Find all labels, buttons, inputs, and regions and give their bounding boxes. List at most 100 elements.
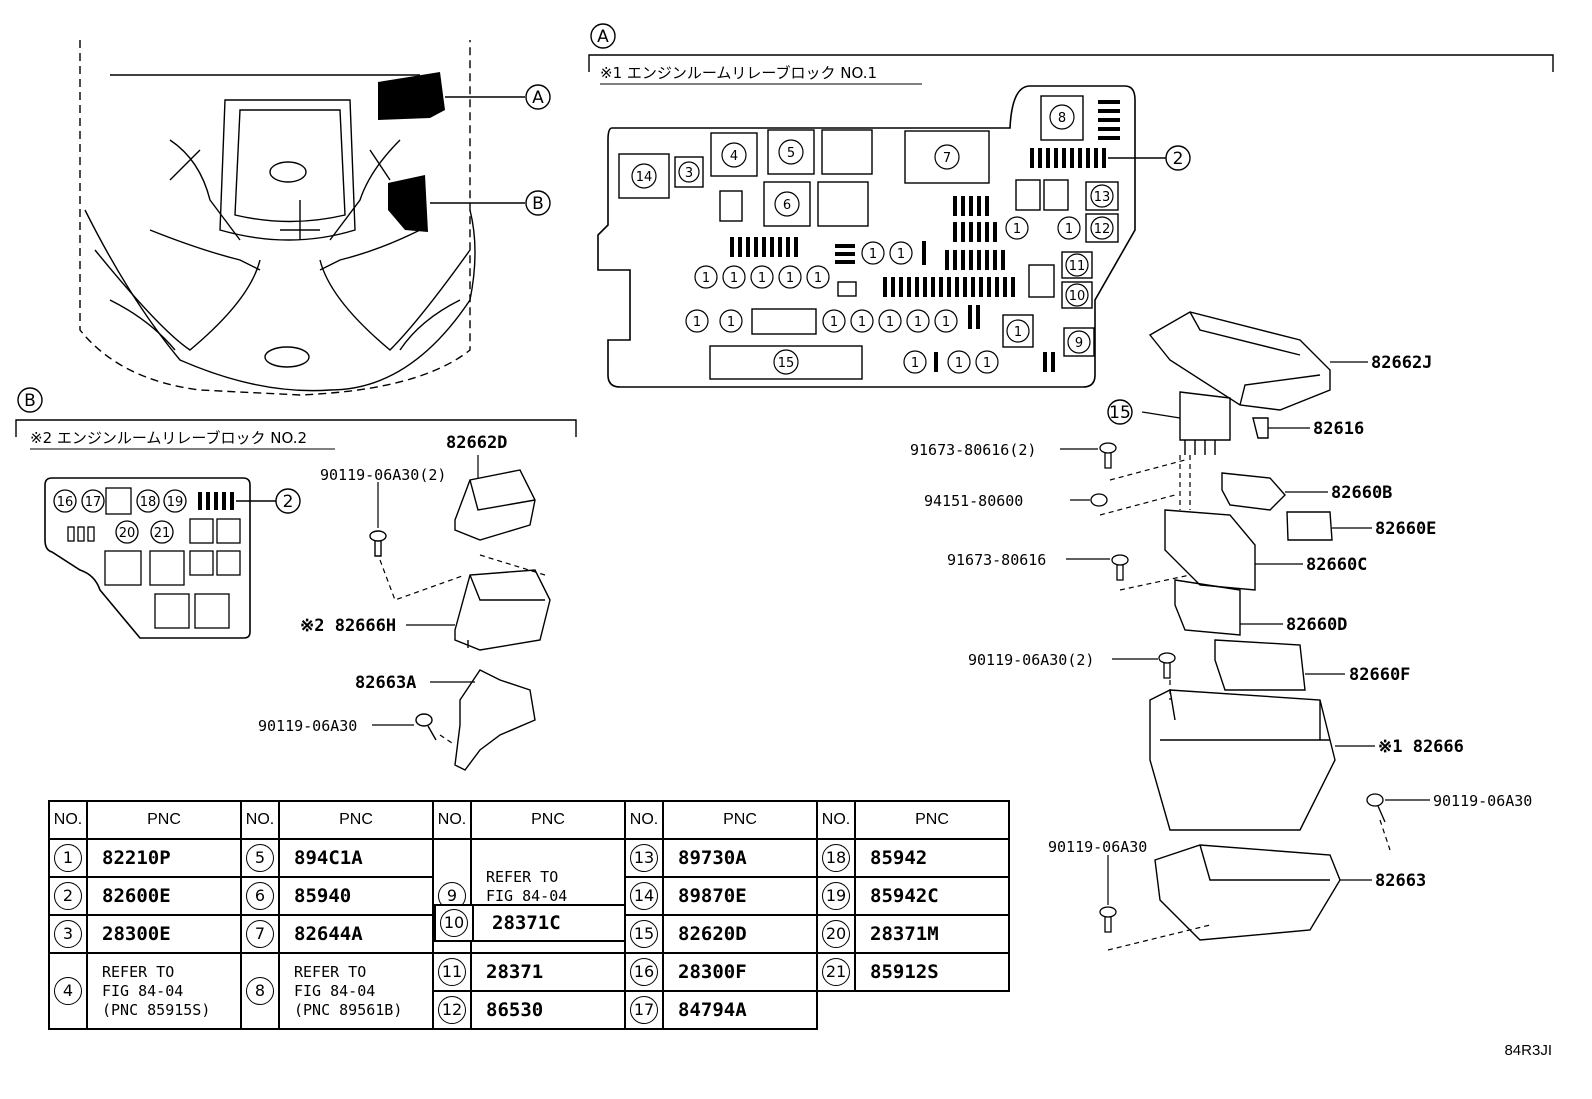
- relay-block-b-outline: [44, 477, 251, 639]
- pnc-value: 84794A: [662, 990, 818, 1030]
- pnc-value: 85912S: [854, 952, 1010, 992]
- block-a-title: ※1 エンジンルームリレーブロック NO.1: [600, 64, 877, 82]
- col-header-no: NO.: [240, 800, 280, 840]
- item-number: 13: [630, 844, 658, 872]
- svg-text:13: 13: [1094, 190, 1111, 205]
- svg-text:82662D: 82662D: [446, 433, 507, 453]
- svg-text:1: 1: [830, 315, 838, 330]
- section-b-marker: [17, 387, 43, 413]
- col-header-no: NO.: [48, 800, 88, 840]
- table-row: 1 82210P 5 894C1A 9 REFER TO FIG 84-04 (…: [48, 838, 1010, 954]
- svg-text:4: 4: [730, 149, 738, 164]
- section-a-marker: [590, 23, 616, 49]
- svg-text:1: 1: [858, 315, 866, 330]
- svg-text:9: 9: [1075, 336, 1083, 351]
- block-a-number-labels: 14 3 4 5 6 7 8 13 12 11 10 9 15: [636, 111, 1111, 371]
- section-a-marker-label: A: [597, 27, 609, 47]
- block-b-number-labels: 16 17 18 19 20 21: [57, 495, 184, 541]
- figure-code: 84R3JI: [1504, 1042, 1552, 1059]
- svg-text:3: 3: [685, 166, 693, 181]
- svg-text:※1 82666: ※1 82666: [1378, 737, 1464, 757]
- svg-text:82660E: 82660E: [1375, 519, 1436, 539]
- pnc-value: 82600E: [86, 876, 242, 916]
- item-number: 21: [822, 958, 850, 986]
- pnc-value: 894C1A: [278, 838, 434, 878]
- block-a-part-labels: 82662J 82616 91673-80616(2) 94151-80600 …: [910, 353, 1532, 891]
- item-number: 6: [246, 882, 274, 910]
- pnc-value: 28371M: [854, 914, 1010, 954]
- pnc-value: 85940: [278, 876, 434, 916]
- relay-block-a-location: [378, 72, 445, 120]
- svg-text:1: 1: [693, 315, 701, 330]
- item-number: 1: [54, 844, 82, 872]
- svg-text:18: 18: [140, 495, 157, 510]
- svg-text:82663A: 82663A: [355, 673, 416, 693]
- item-number: 17: [630, 996, 658, 1024]
- svg-text:1: 1: [727, 315, 735, 330]
- col-header-pnc: PNC: [854, 800, 1010, 840]
- table-row: 2 82600E 6 85940 14 89870E 19 85942C: [48, 876, 1010, 916]
- pnc-value: 86530: [470, 990, 626, 1030]
- item-number: 7: [246, 920, 274, 948]
- svg-text:17: 17: [85, 495, 102, 510]
- svg-text:94151-80600: 94151-80600: [924, 492, 1023, 510]
- table-row: 4 REFER TO FIG 84-04 (PNC 85915S) 8 REFE…: [48, 952, 1010, 1030]
- block-a-item-2: 2: [1173, 149, 1184, 169]
- callout-b-label: B: [532, 194, 544, 214]
- svg-text:82660C: 82660C: [1306, 555, 1367, 575]
- svg-text:1: 1: [955, 356, 963, 371]
- svg-text:11: 11: [1069, 259, 1086, 274]
- item-number: 20: [822, 920, 850, 948]
- block-a-leaders: [1060, 361, 1430, 905]
- svg-text:1: 1: [897, 247, 905, 262]
- col-header-pnc: PNC: [86, 800, 242, 840]
- pnc-value: 89730A: [662, 838, 818, 878]
- pnc-value: 28371C: [472, 906, 561, 940]
- item-number: 19: [822, 882, 850, 910]
- svg-text:1: 1: [814, 271, 822, 286]
- block-b-mini-fuses: [198, 492, 234, 510]
- svg-text:1: 1: [983, 356, 991, 371]
- relay-block-b-location: [388, 175, 428, 232]
- item-number: 11: [438, 958, 466, 986]
- block-b-part-labels: 82662D 90119-06A30(2) ※2 82666H 82663A 9…: [258, 433, 507, 735]
- svg-text:1: 1: [702, 271, 710, 286]
- callout-a-circle: [525, 84, 551, 110]
- block-a-bolts: [1090, 442, 1386, 933]
- svg-text:1: 1: [730, 271, 738, 286]
- pnc-reference: REFER TO FIG 84-04 (PNC 85915S): [102, 962, 211, 1019]
- block-a-numbers: [631, 104, 1114, 375]
- item-number: 15: [630, 920, 658, 948]
- item-number: 8: [246, 977, 274, 1005]
- svg-text:1: 1: [1013, 222, 1021, 237]
- pnc-reference: REFER TO FIG 84-04 (PNC 89561B): [294, 962, 403, 1019]
- svg-text:90119-06A30: 90119-06A30: [258, 717, 357, 735]
- svg-text:20: 20: [119, 526, 136, 541]
- svg-text:1: 1: [942, 315, 950, 330]
- block-b-dashed-guides: [379, 554, 546, 746]
- pnc-value: 89870E: [662, 876, 818, 916]
- svg-text:19: 19: [167, 495, 184, 510]
- block-b-exploded-parts: [369, 469, 551, 771]
- svg-text:82660D: 82660D: [1286, 615, 1347, 635]
- svg-text:91673-80616: 91673-80616: [947, 551, 1046, 569]
- svg-text:1: 1: [1065, 222, 1073, 237]
- svg-text:12: 12: [1094, 222, 1111, 237]
- pnc-value: REFER TO FIG 84-04 (PNC 85915S): [86, 952, 242, 1030]
- svg-text:16: 16: [57, 495, 74, 510]
- svg-text:1: 1: [1014, 325, 1022, 340]
- pnc-value: 28371: [470, 952, 626, 992]
- col-header-pnc: PNC: [470, 800, 626, 840]
- pnc-value: 28300F: [662, 952, 818, 992]
- svg-text:1: 1: [786, 271, 794, 286]
- pnc-value: 82210P: [86, 838, 242, 878]
- item-number: 10: [440, 909, 468, 937]
- pnc-value: 82620D: [662, 914, 818, 954]
- svg-text:90119-06A30: 90119-06A30: [1048, 838, 1147, 856]
- row-10-overlay: 10 28371C: [434, 904, 626, 942]
- svg-text:8: 8: [1058, 111, 1066, 126]
- svg-text:10: 10: [1069, 289, 1086, 304]
- col-header-no: NO.: [432, 800, 472, 840]
- pnc-value: 85942C: [854, 876, 1010, 916]
